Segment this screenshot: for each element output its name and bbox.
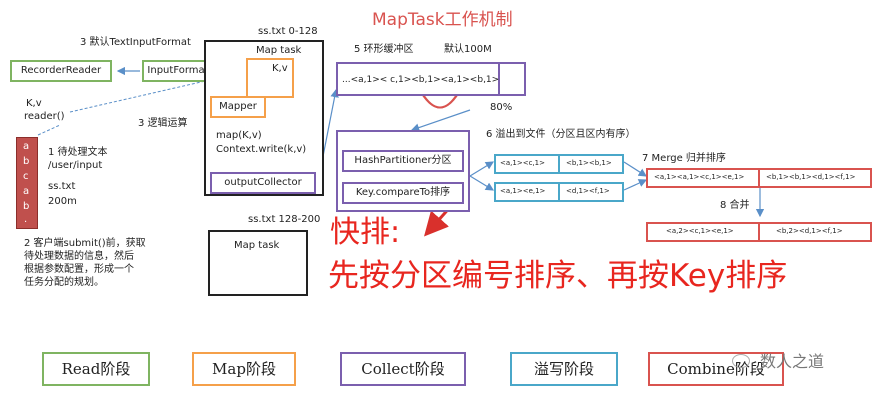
map-task-top-label: Map task — [256, 45, 302, 56]
step6-label: 6 溢出到文件（分区且区内有序） — [486, 129, 636, 140]
step2-line1: 2 客户端submit()前，获取 — [24, 238, 146, 249]
split-top-label: ss.txt 0-128 — [258, 26, 318, 37]
map-task-bottom-label: Map task — [234, 240, 280, 251]
key-compare-box: Key.compareTo排序 — [342, 182, 464, 204]
map-task-bottom-box — [208, 230, 308, 296]
file-letter: b — [23, 156, 30, 167]
file-letter: c — [23, 171, 29, 182]
step5-label: 5 环形缓冲区 — [354, 44, 414, 55]
watermark-logo-icon — [732, 354, 750, 368]
mapper-box: Mapper — [210, 96, 266, 118]
quick-sort-heading: 快排: — [330, 215, 401, 250]
ring-buffer-box — [336, 62, 526, 96]
partitioner-box: HashPartitioner分区 — [342, 150, 464, 172]
file-letter: b — [23, 201, 30, 212]
stage-combine-label: Combine阶段 — [667, 360, 765, 378]
quick-sort-description: 先按分区编号排序、再按Key排序 — [328, 258, 788, 294]
default-100m-label: 默认100M — [444, 44, 492, 55]
stage-collect-label: Collect阶段 — [361, 360, 445, 378]
mapper-label: Mapper — [219, 101, 257, 112]
stage-combine: Combine阶段 — [648, 352, 784, 386]
spill-cell: <a,1><e,1> — [500, 187, 546, 195]
step2-line3: 根据参数配置，形成一个 — [24, 264, 134, 275]
merge-cell: <b,1><b,1><d,1><f,1> — [766, 173, 856, 181]
partitioner-label: HashPartitioner分区 — [354, 155, 452, 166]
combine-divider — [758, 222, 760, 242]
stage-map: Map阶段 — [192, 352, 296, 386]
stage-collect: Collect阶段 — [340, 352, 466, 386]
merge-cell: <a,1><a,1><c,1><e,1> — [654, 173, 745, 181]
ring-buffer-content: ...<a,1>< c,1><b,1><a,1><b,1> — [342, 75, 500, 85]
step1-line4: 200m — [48, 196, 77, 207]
step1-line2: /user/input — [48, 160, 103, 171]
step3-label: 3 默认TextInputFormat — [80, 37, 191, 48]
reader-label: reader() — [24, 111, 65, 122]
spill-divider-2 — [558, 182, 560, 202]
combine-cell: <b,2><d,1><f,1> — [776, 227, 843, 235]
stage-spill: 溢写阶段 — [510, 352, 618, 386]
merge-divider — [758, 168, 760, 188]
recorder-reader-label: RecorderReader — [20, 65, 102, 76]
step2-line2: 待处理数据的信息，然后 — [24, 251, 134, 262]
recorder-reader-box: RecorderReader — [10, 60, 112, 82]
input-file-block: a b c a b . — [16, 137, 38, 229]
kv-box — [246, 58, 294, 98]
step1-line1: 1 待处理文本 — [48, 147, 108, 158]
step2-line4: 任务分配的规划。 — [24, 277, 104, 288]
input-format-label: InputFormat — [147, 65, 209, 76]
output-collector-label: outputCollector — [224, 177, 302, 188]
pct80-label: 80% — [490, 102, 513, 113]
file-letter: . — [24, 214, 28, 225]
spill-cell: <b,1><b,1> — [566, 159, 612, 167]
ring-buffer-divider — [498, 62, 500, 96]
kv-label-left: K,v — [26, 98, 42, 109]
diagram-title: MapTask工作机制 — [372, 10, 513, 30]
step1-line3: ss.txt — [48, 181, 76, 192]
key-compare-label: Key.compareTo排序 — [355, 187, 451, 198]
step7-label: 7 Merge 归并排序 — [642, 153, 726, 164]
stage-spill-label: 溢写阶段 — [533, 360, 594, 378]
stage-read-label: Read阶段 — [61, 360, 131, 378]
logic-label: 3 逻辑运算 — [138, 118, 188, 129]
stage-map-label: Map阶段 — [212, 360, 276, 378]
spill-cell: <d,1><f,1> — [566, 187, 610, 195]
file-letter: a — [23, 141, 30, 152]
combine-cell: <a,2><c,1><e,1> — [666, 227, 734, 235]
kv-label: K,v — [272, 63, 288, 74]
map-call-line1: map(K,v) — [216, 130, 262, 141]
stage-read: Read阶段 — [42, 352, 150, 386]
watermark-text: 数人之道 — [760, 352, 825, 371]
spill-divider-1 — [558, 154, 560, 174]
output-collector-box: outputCollector — [210, 172, 316, 194]
file-letter: a — [23, 186, 30, 197]
map-call-line2: Context.write(k,v) — [216, 144, 307, 155]
split-bottom-label: ss.txt 128-200 — [248, 214, 321, 225]
step8-label: 8 合并 — [720, 200, 750, 211]
spill-cell: <a,1><c,1> — [500, 159, 545, 167]
